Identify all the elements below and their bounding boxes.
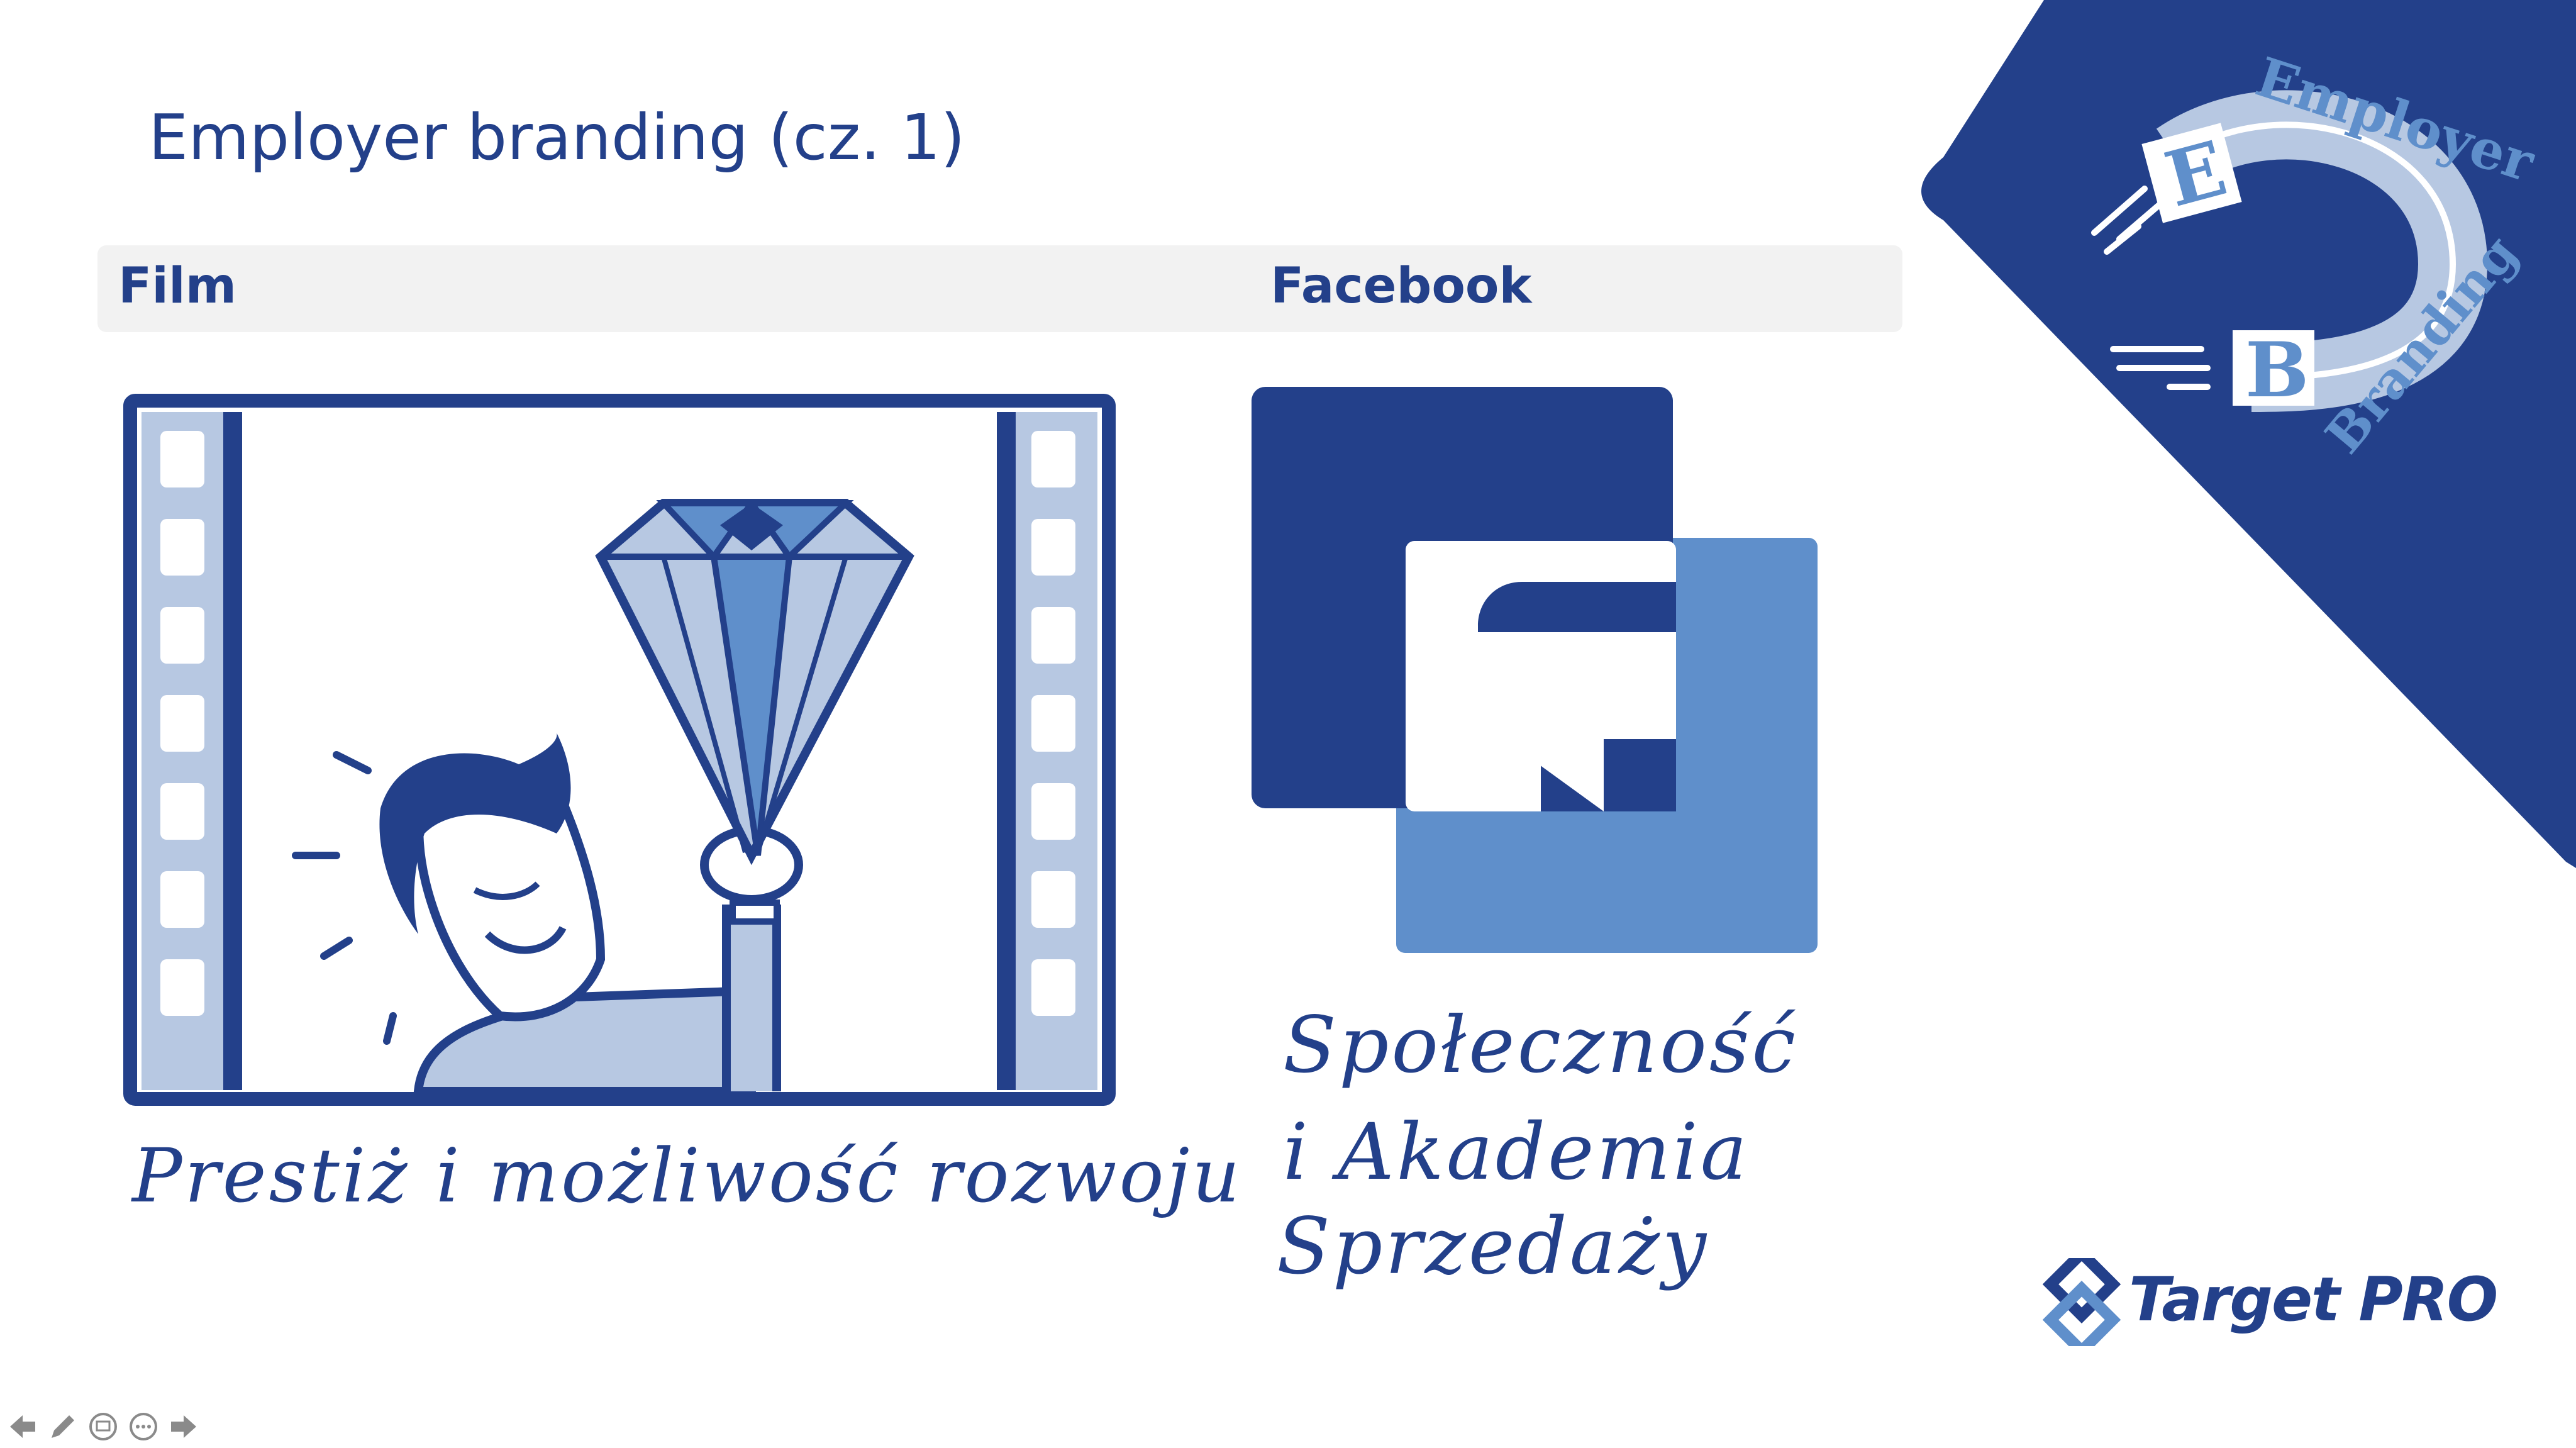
film-strip-left-holes <box>160 431 204 1016</box>
column-label-facebook: Facebook <box>1270 258 1532 315</box>
film-caption: Prestiż i możliwość rozwoju <box>132 1132 1243 1219</box>
arrow-left-icon[interactable] <box>5 1409 40 1444</box>
facebook-caption-line-2: i Akademia <box>1283 1107 1750 1198</box>
facebook-caption-line-3: Sprzedaży <box>1277 1201 1709 1292</box>
facebook-caption-line-1: Społeczność <box>1283 1000 1798 1091</box>
slide-title: Employer branding (cz. 1) <box>148 101 965 174</box>
arrow-right-icon[interactable] <box>166 1409 201 1444</box>
column-header-bar <box>97 245 1902 332</box>
column-label-film: Film <box>118 258 237 315</box>
slide-navigation <box>5 1408 201 1445</box>
film-illustration <box>123 394 1116 1106</box>
badge-letter-b: B <box>2245 326 2309 415</box>
target-pro-logo-mark <box>2042 1258 2121 1346</box>
target-pro-logo <box>2042 1258 2121 1346</box>
facebook-illustration <box>1252 387 1818 953</box>
film-strip-right-holes <box>1031 431 1075 1016</box>
more-icon[interactable] <box>126 1409 161 1444</box>
pen-icon[interactable] <box>45 1409 80 1444</box>
slides-icon[interactable] <box>86 1409 121 1444</box>
target-pro-logo-text: Target PRO <box>2129 1264 2498 1335</box>
employer-branding-badge: E B <box>1921 0 2576 868</box>
